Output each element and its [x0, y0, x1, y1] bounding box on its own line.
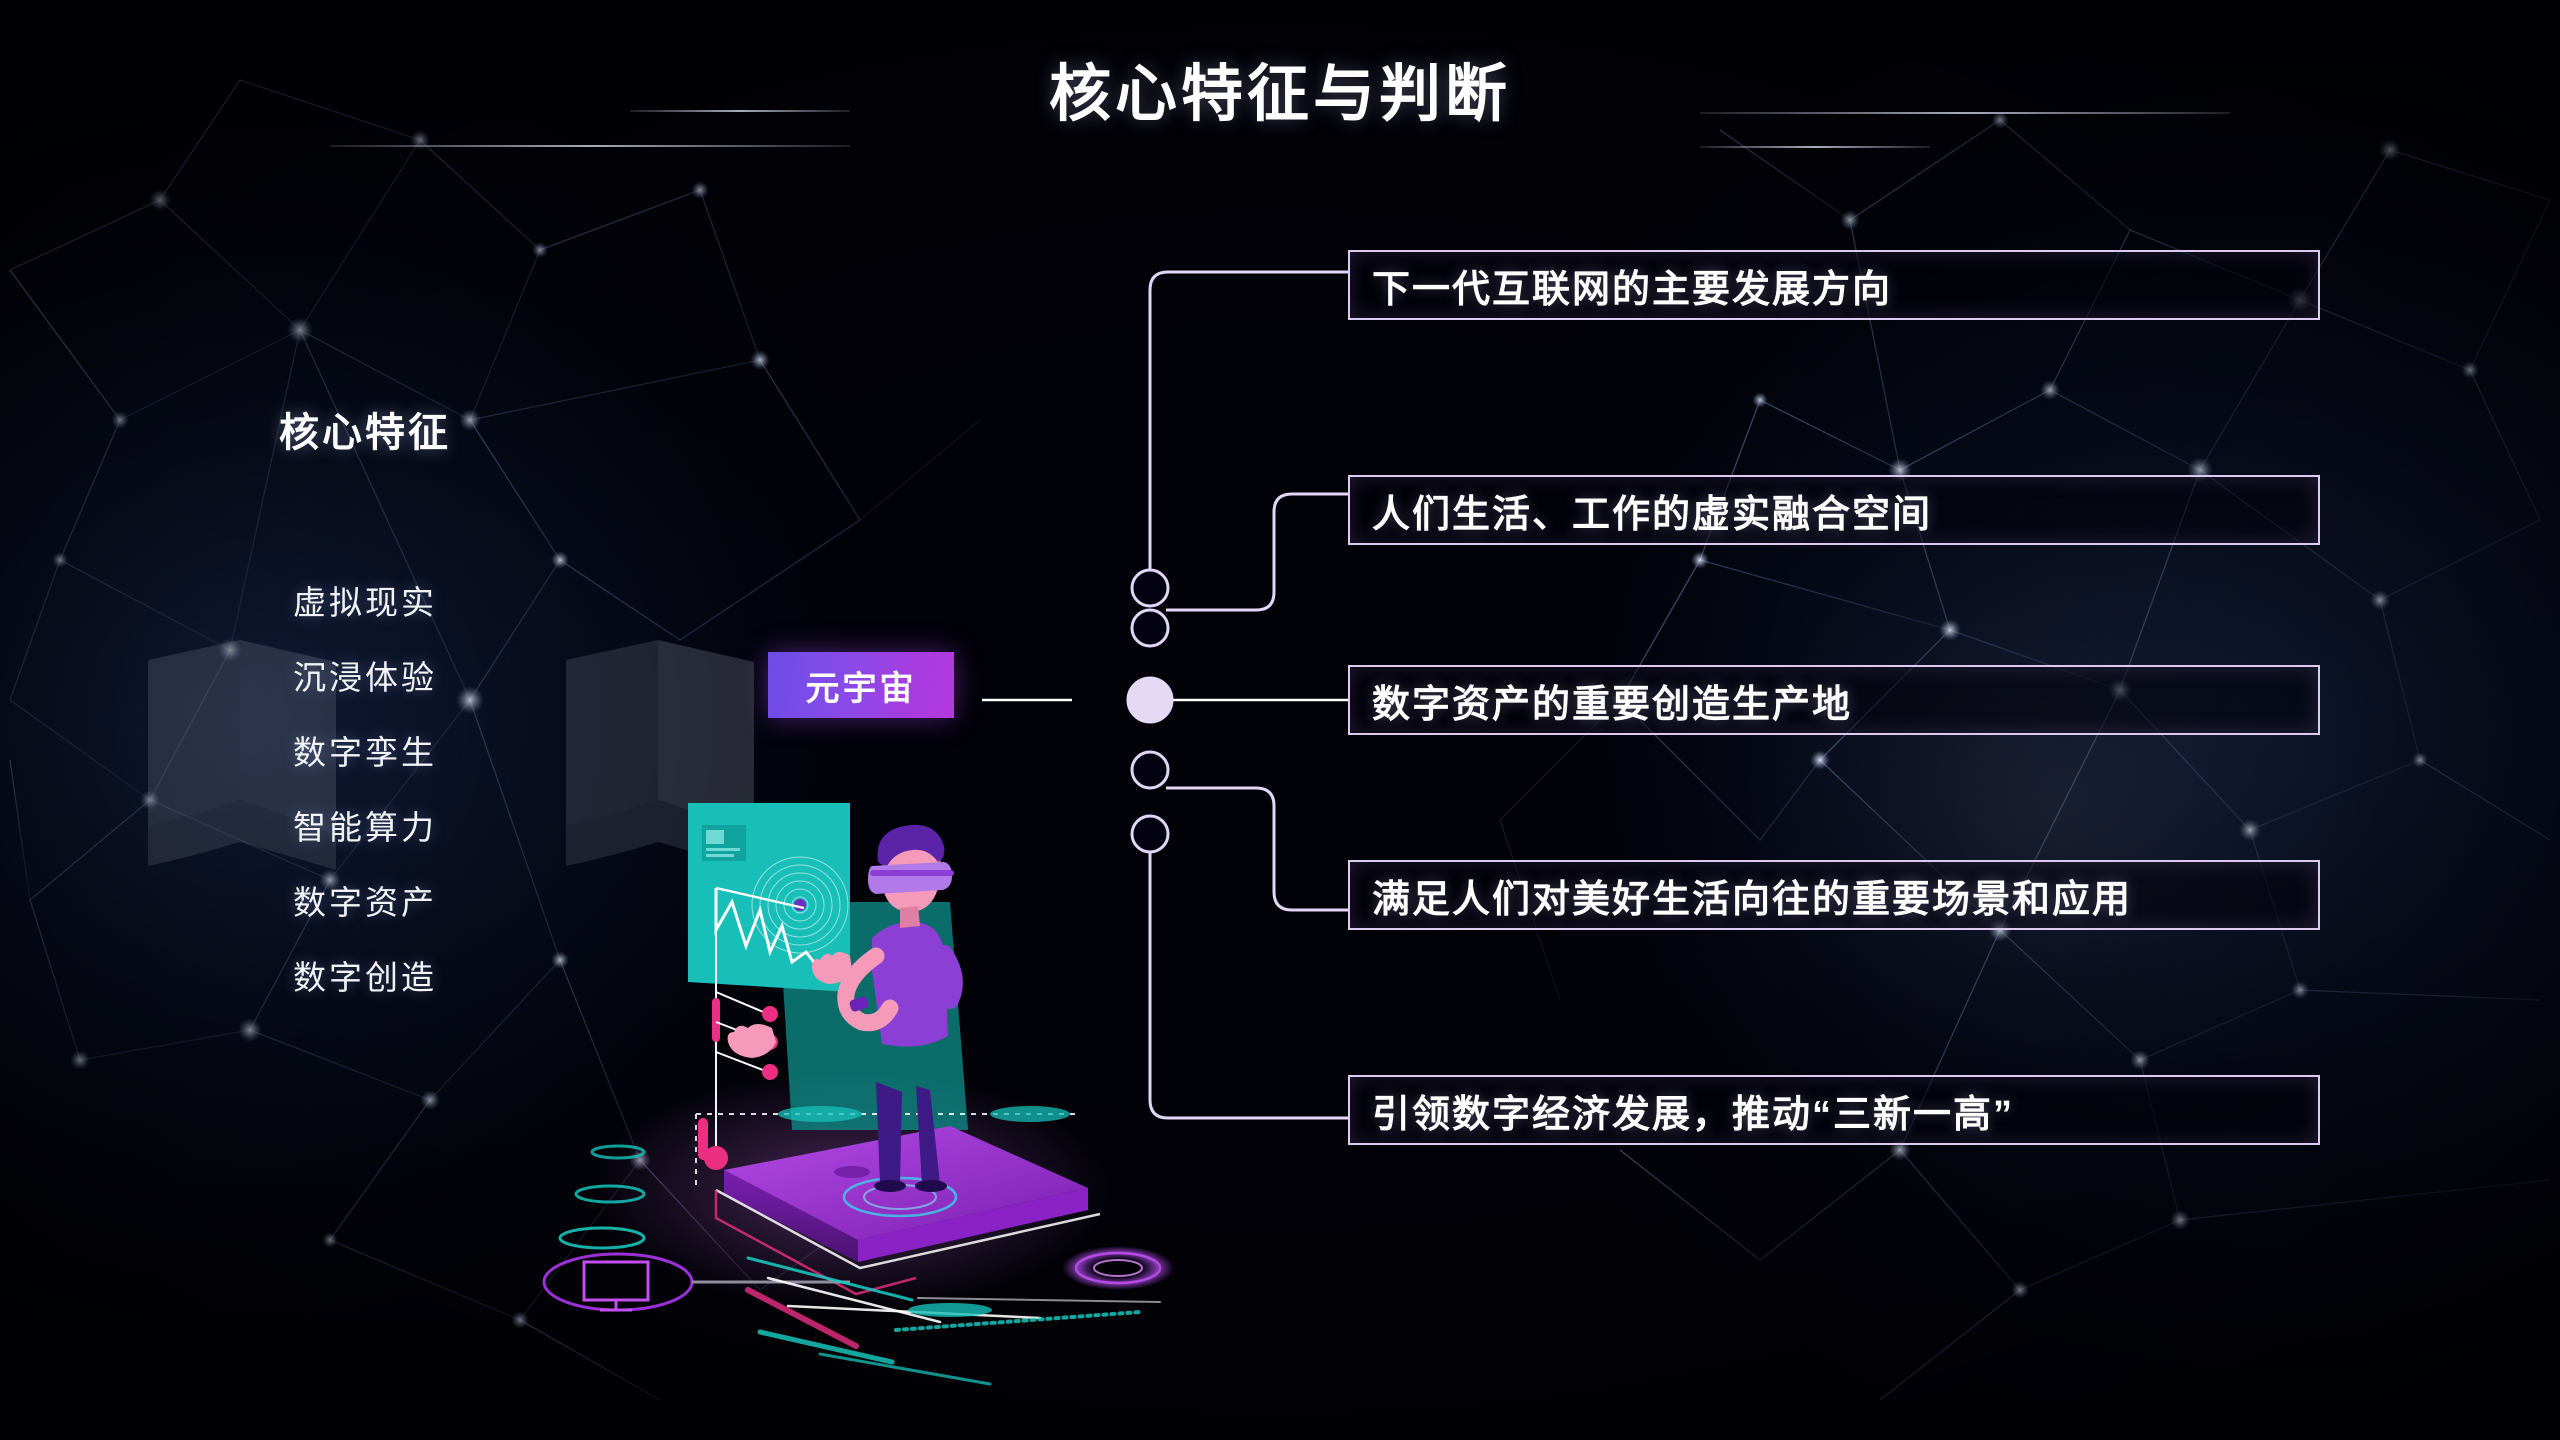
- feature-item: 虚拟现实: [293, 584, 437, 621]
- judgement-box-4[interactable]: 满足人们对美好生活向往的重要场景和应用: [1348, 860, 2320, 930]
- feature-item: 数字孪生: [293, 734, 437, 771]
- connector-1: [1148, 270, 1350, 570]
- title-row: 核心特征与判断: [0, 40, 2560, 150]
- ribbon-shape-left: [148, 640, 336, 870]
- judgement-text: 下一代互联网的主要发展方向: [1372, 268, 1893, 311]
- feature-item: 数字资产: [293, 884, 437, 921]
- core-features-heading: 核心特征: [279, 411, 451, 455]
- connector-2: [1166, 492, 1350, 612]
- feature-item: 数字创造: [293, 959, 437, 996]
- judgement-box-1[interactable]: 下一代互联网的主要发展方向: [1348, 250, 2320, 320]
- node-3: [1126, 676, 1174, 724]
- judgement-box-3[interactable]: 数字资产的重要创造生产地: [1348, 665, 2320, 735]
- node-2: [1130, 608, 1170, 648]
- metaverse-badge[interactable]: 元宇宙: [768, 652, 954, 718]
- connector-diagram: [982, 270, 1350, 1120]
- title-decoration-line-left-top: [630, 110, 850, 112]
- title-decoration-line-left-bottom: [330, 145, 850, 147]
- node-5: [1130, 814, 1170, 854]
- node-4: [1130, 750, 1170, 790]
- connector-4: [1166, 786, 1350, 912]
- title-decoration-line-right-bottom: [1700, 146, 1930, 148]
- judgement-text: 满足人们对美好生活向往的重要场景和应用: [1372, 878, 2133, 921]
- judgement-text: 人们生活、工作的虚实融合空间: [1372, 493, 1933, 536]
- connector-5: [1148, 850, 1350, 1120]
- core-features-list: 虚拟现实 沉浸体验 数字孪生 智能算力 数字资产 数字创造: [190, 565, 540, 1015]
- judgement-text: 引领数字经济发展，推动“三新一高”: [1372, 1093, 2015, 1136]
- page-title: 核心特征与判断: [1048, 60, 1511, 129]
- judgement-box-5[interactable]: 引领数字经济发展，推动“三新一高”: [1348, 1075, 2320, 1145]
- feature-item: 智能算力: [293, 809, 437, 846]
- judgement-text: 数字资产的重要创造生产地: [1372, 683, 1853, 726]
- vr-illustration: [542, 803, 1174, 1386]
- judgement-box-2[interactable]: 人们生活、工作的虚实融合空间: [1348, 475, 2320, 545]
- node-1: [1130, 568, 1170, 608]
- feature-item: 沉浸体验: [293, 659, 437, 696]
- title-decoration-line-right-top: [1700, 112, 2230, 114]
